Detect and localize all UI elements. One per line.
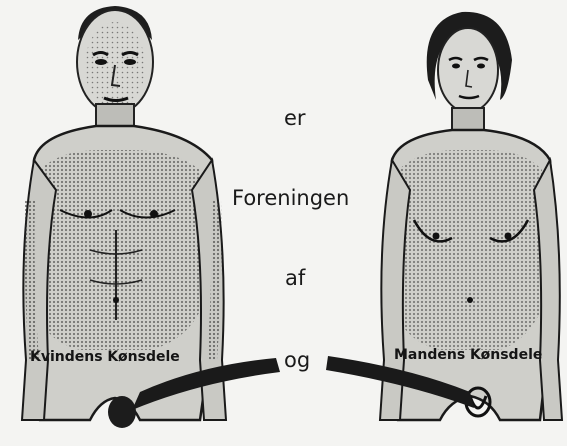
figure-label-right: Mandens Kønsdele (394, 348, 567, 362)
caption-word-er: er (284, 108, 306, 129)
caption-word-foreningen: Foreningen (232, 188, 349, 209)
male-figure (22, 6, 226, 428)
figure-label-left: Kvindens Kønsdele (30, 350, 226, 364)
caption-word-og: og (284, 350, 310, 371)
caption-word-af: af (285, 268, 305, 289)
